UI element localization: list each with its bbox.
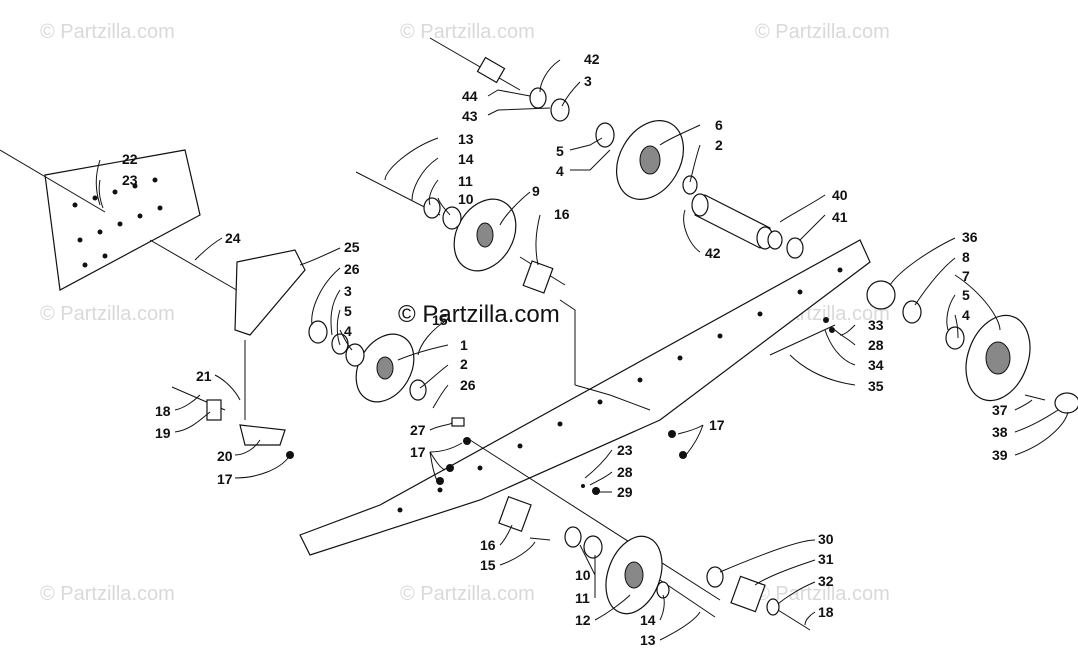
callout-label: 1 [460,337,468,353]
callout-label: 17 [410,444,426,460]
callout-label: 21 [196,368,212,384]
left-rail [44,149,201,291]
callout-label: 16 [480,537,496,553]
callout-label: 22 [122,151,138,167]
callout-label: 4 [344,323,352,339]
callout-label: 31 [818,551,834,567]
callout-label: 30 [818,531,834,547]
callout-label: 8 [962,249,970,265]
callout-label: 28 [868,337,884,353]
callout-label: 10 [575,567,591,583]
callout-label: 14 [458,151,474,167]
callout-label: 41 [832,209,848,225]
callout-label: 7 [962,268,970,284]
callout-label: 23 [122,172,138,188]
callout-label: 29 [617,484,633,500]
callout-label: 2 [715,137,723,153]
callout-label: 23 [617,442,633,458]
callout-label: 42 [584,51,600,67]
callout-label: 9 [532,183,540,199]
watermark: © Partzilla.com [40,583,175,605]
callout-label: 17 [709,417,725,433]
callout-label: 43 [462,108,478,124]
callout-label: 34 [868,357,884,373]
callout-label: 44 [462,88,478,104]
small-parts [206,87,1078,616]
callout-label: 24 [225,230,241,246]
callout-label: 39 [992,447,1008,463]
callout-label: 37 [992,402,1008,418]
callout-label: 18 [818,604,834,620]
main-rail [299,239,871,556]
callout-label: 13 [458,131,474,147]
callout-label: 4 [556,163,564,179]
callout-label: 38 [992,424,1008,440]
watermark: © Partzilla.com [755,583,890,605]
callout-label: 12 [575,612,591,628]
watermark: © Partzilla.com [40,21,175,43]
callout-label: 26 [344,261,360,277]
callout-label: 6 [715,117,723,133]
spacer-tube [691,193,774,250]
callout-label: 28 [617,464,633,480]
callout-label: 11 [458,173,473,189]
watermark: © Partzilla.com [40,303,175,325]
callout-label: 19 [155,425,171,441]
shafts [0,37,1046,631]
callout-label: 10 [458,191,474,207]
callout-label: 35 [868,378,884,394]
callout-label: 13 [640,632,656,648]
watermark: © Partzilla.com [400,21,535,43]
callout-label: 15 [432,312,448,328]
callout-labels: 44 43 42 3 5 4 6 2 13 14 11 10 9 16 40 4… [122,51,1008,648]
callout-label: 2 [460,356,468,372]
callout-label: 33 [868,317,884,333]
callout-label: 17 [217,471,233,487]
watermark-center: © Partzilla.com [398,301,560,328]
callout-label: 3 [344,283,352,299]
callout-label: 11 [575,590,590,606]
callout-label: 42 [705,245,721,261]
callout-label: 27 [410,422,426,438]
callout-label: 26 [460,377,476,393]
watermark: © Partzilla.com [400,583,535,605]
leader-lines [95,59,1069,641]
callout-label: 5 [556,143,564,159]
callout-label: 16 [554,206,570,222]
callout-label: 18 [155,403,171,419]
callout-label: 4 [962,307,970,323]
callout-label: 5 [962,287,970,303]
callout-label: 32 [818,573,834,589]
callout-label: 3 [584,73,592,89]
watermarks: © Partzilla.com © Partzilla.com © Partzi… [40,21,890,605]
callout-label: 14 [640,612,656,628]
callout-label: 40 [832,187,848,203]
callout-label: 36 [962,229,978,245]
callout-label: 15 [480,557,496,573]
callout-label: 20 [217,448,233,464]
wheels [355,120,1031,615]
watermark: © Partzilla.com [755,21,890,43]
callout-label: 25 [344,239,360,255]
callout-label: 5 [344,303,352,319]
